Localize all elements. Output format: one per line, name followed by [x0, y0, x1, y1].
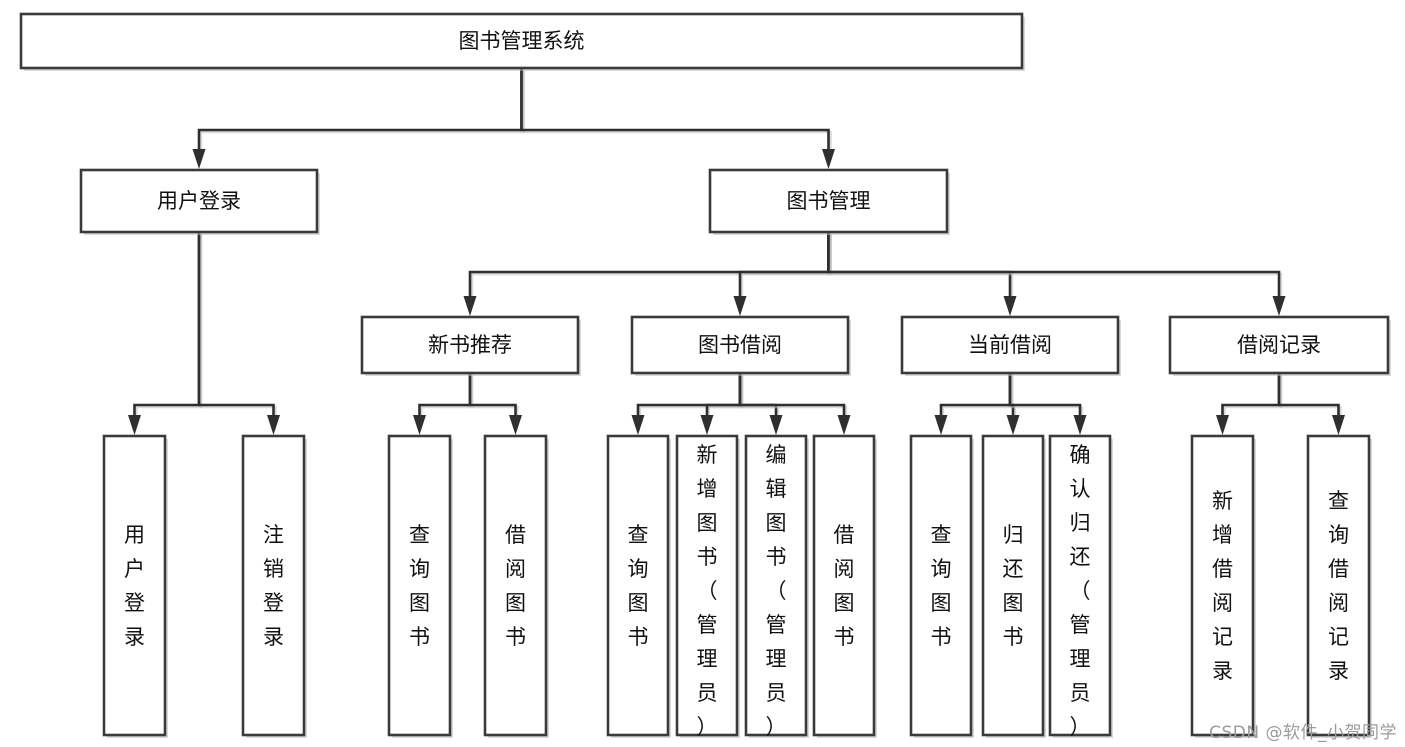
node-leaf-0[interactable]: 用户登录 [102, 434, 168, 738]
edge-to-leaf-5 [700, 373, 744, 435]
node-leaf-9[interactable]: 归还图书 [981, 434, 1046, 738]
arrow-head-icon [463, 296, 477, 316]
edge-to-leaf-10 [1008, 373, 1087, 435]
node-label: 查询借阅记录 [1328, 489, 1349, 683]
node-label: 查询图书 [409, 523, 430, 649]
node-leaf-12[interactable]: 查询借阅记录 [1306, 434, 1372, 738]
edge-to-leaf-11 [1216, 373, 1283, 435]
arrow-head-icon [631, 415, 645, 435]
arrow-head-icon [1006, 415, 1020, 435]
node-label: 当前借阅 [968, 333, 1052, 357]
node-root-book-management-system[interactable]: 图书管理系统 [19, 12, 1025, 71]
node-label: 图书管理系统 [459, 29, 585, 53]
node-leaf-8[interactable]: 查询图书 [909, 434, 974, 738]
arrow-head-icon [128, 415, 141, 435]
edge-to-leaf-0 [128, 232, 203, 435]
arrow-head-icon [934, 415, 948, 435]
edge-to-leaf-7 [738, 373, 851, 435]
node-label: 归还图书 [1003, 523, 1024, 649]
edge-to-leaf-1 [197, 232, 280, 435]
node-level3-2[interactable]: 当前借阅 [900, 315, 1121, 376]
edge-to-leaf-12 [1277, 373, 1345, 435]
node-leaf-1[interactable]: 注销登录 [241, 434, 307, 738]
node-label: 查询图书 [931, 523, 952, 649]
arrow-head-icon [509, 415, 522, 435]
node-leaf-6[interactable]: 编辑图书（管理员） [744, 434, 809, 739]
node-label: 确认归还（管理员） [1070, 443, 1091, 739]
arrow-head-icon [733, 296, 747, 316]
edge-to-leaf-2 [413, 373, 474, 435]
node-leaf-3[interactable]: 借阅图书 [483, 434, 549, 738]
node-level2-0[interactable]: 用户登录 [79, 168, 320, 235]
node-label: 查询图书 [628, 523, 649, 649]
node-leaf-2[interactable]: 查询图书 [387, 434, 453, 738]
node-label: 借阅图书 [505, 523, 526, 649]
edge-book-management-to-level3-3 [827, 232, 1286, 316]
edge-book-management-to-level3-1 [733, 232, 832, 316]
node-level3-0[interactable]: 新书推荐 [360, 315, 581, 376]
node-label: 新增借阅记录 [1212, 489, 1233, 683]
arrow-head-icon [192, 149, 206, 169]
arrow-head-icon [1073, 415, 1087, 435]
node-label: 用户登录 [157, 189, 241, 213]
node-label: 图书管理 [787, 189, 871, 213]
node-label: 用户登录 [124, 523, 145, 649]
arrow-head-icon [1003, 296, 1017, 316]
node-layer: 图书管理系统用户登录图书管理新书推荐图书借阅当前借阅借阅记录用户登录注销登录查询… [19, 12, 1391, 739]
node-leaf-11[interactable]: 新增借阅记录 [1190, 434, 1256, 738]
arrow-head-icon [1272, 296, 1286, 316]
edge-to-leaf-3 [468, 373, 522, 435]
node-level3-3[interactable]: 借阅记录 [1168, 315, 1391, 376]
node-level2-1[interactable]: 图书管理 [708, 168, 950, 235]
arrow-head-icon [769, 415, 783, 435]
node-label: 图书借阅 [698, 333, 782, 357]
node-level3-1[interactable]: 图书借阅 [630, 315, 851, 376]
node-leaf-7[interactable]: 借阅图书 [812, 434, 877, 738]
edge-root-to-level2-0 [192, 68, 525, 169]
edge-root-to-level2-1 [520, 68, 835, 169]
arrow-head-icon [1332, 415, 1345, 435]
node-label: 借阅记录 [1237, 333, 1321, 357]
node-label: 注销登录 [263, 523, 284, 649]
node-label: 新书推荐 [428, 333, 512, 357]
arrow-head-icon [700, 415, 714, 435]
node-leaf-5[interactable]: 新增图书（管理员） [675, 434, 740, 739]
arrow-head-icon [1216, 415, 1229, 435]
node-leaf-4[interactable]: 查询图书 [606, 434, 671, 738]
edge-to-leaf-8 [934, 373, 1014, 435]
connector-layer [128, 68, 1345, 435]
arrow-head-icon [413, 415, 426, 435]
node-label: 编辑图书（管理员） [766, 443, 787, 739]
node-leaf-10[interactable]: 确认归还（管理员） [1048, 434, 1113, 739]
arrow-head-icon [267, 415, 280, 435]
arrow-head-icon [837, 415, 851, 435]
node-label: 借阅图书 [834, 523, 855, 649]
node-label: 新增图书（管理员） [697, 443, 718, 739]
arrow-head-icon [822, 149, 835, 169]
